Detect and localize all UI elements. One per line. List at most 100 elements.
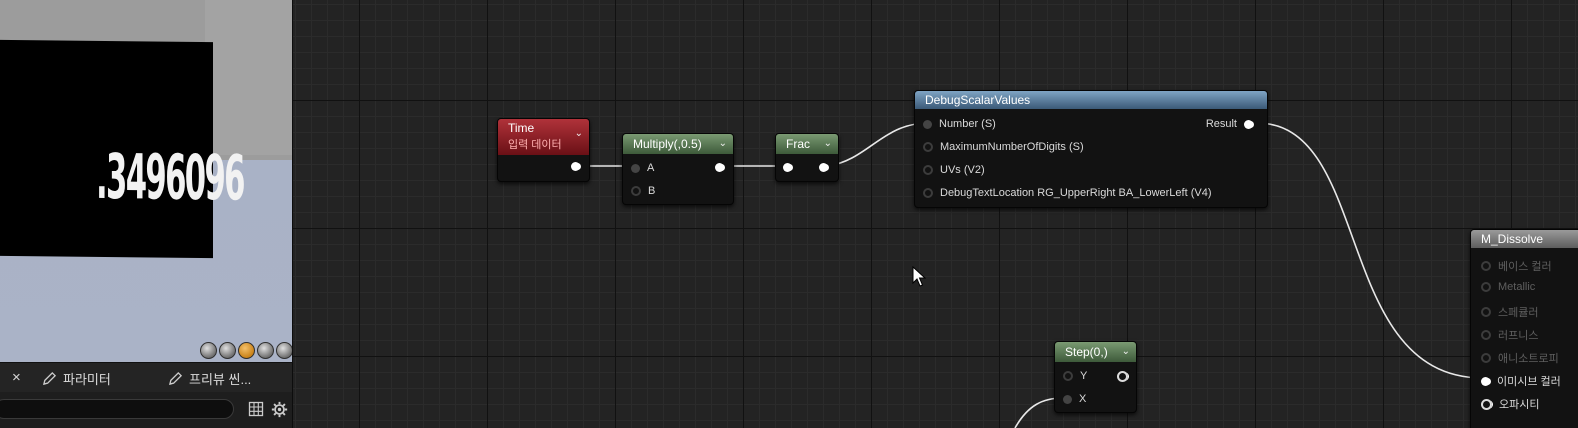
gear-icon[interactable]	[271, 401, 288, 418]
pin-label: MaximumNumberOfDigits (S)	[940, 141, 1084, 153]
wire-result-to-emissive	[1256, 122, 1484, 379]
step-node-header[interactable]: Step(0,) ⌄	[1055, 342, 1136, 362]
step-node[interactable]: Step(0,) ⌄ Y X	[1054, 341, 1137, 413]
multiply-node[interactable]: Multiply(,0.5) ⌄ A B	[622, 133, 734, 205]
multiply-output-pin[interactable]	[715, 163, 724, 172]
preview-mesh: .3496096	[0, 39, 244, 259]
material-graph-canvas[interactable]: Time 입력 데이터 ⌄ Multiply(,0.5) ⌄ A B Frac …	[293, 0, 1578, 428]
preview-viewport[interactable]: .3496096	[0, 0, 293, 362]
input-pin[interactable]	[1481, 261, 1491, 271]
input-pin[interactable]	[923, 188, 933, 198]
pin-label: Number (S)	[939, 118, 996, 130]
tab-label: 파라미터	[63, 372, 111, 387]
material-input-specular[interactable]: 스페큘러	[1481, 304, 1538, 320]
material-node-header[interactable]: M_Dissolve	[1471, 230, 1578, 248]
debug-node-header[interactable]: DebugScalarValues	[915, 91, 1267, 109]
tab-label: 프리뷰 씬...	[189, 372, 252, 387]
debug-node-title: DebugScalarValues	[925, 93, 1031, 107]
cylinder-icon[interactable]	[200, 342, 217, 359]
cube-icon[interactable]	[257, 342, 274, 359]
input-pin[interactable]	[1481, 353, 1491, 363]
step-input-x[interactable]: X	[1063, 393, 1086, 405]
debug-input-text-location[interactable]: DebugTextLocation RG_UpperRight BA_Lower…	[923, 187, 1211, 199]
close-icon[interactable]: ×	[12, 369, 21, 386]
material-input-roughness[interactable]: 러프니스	[1481, 327, 1538, 343]
pin-label: Metallic	[1498, 281, 1536, 293]
pin-label: DebugTextLocation RG_UpperRight BA_Lower…	[940, 187, 1212, 199]
material-result-node[interactable]: M_Dissolve 베이스 컬러 Metallic 스페큘러 러프니스 애니소…	[1470, 229, 1578, 428]
frac-node-title: Frac	[786, 137, 810, 151]
multiply-input-a[interactable]: A	[631, 162, 654, 174]
input-pin[interactable]	[1481, 330, 1491, 340]
chevron-down-icon[interactable]: ⌄	[823, 138, 832, 149]
input-pin[interactable]	[923, 142, 933, 152]
chevron-down-icon[interactable]: ⌄	[1121, 346, 1130, 357]
input-pin[interactable]	[1063, 394, 1072, 404]
input-pin[interactable]	[923, 165, 933, 175]
tab-parameters[interactable]: 파라미터	[42, 369, 111, 388]
debug-input-number[interactable]: Number (S)	[923, 118, 996, 130]
search-input[interactable]	[0, 399, 234, 419]
input-pin[interactable]	[631, 163, 640, 173]
frac-input-pin[interactable]	[783, 163, 792, 172]
pin-label: UVs (V2)	[940, 164, 985, 176]
pin-label: 스페큘러	[1498, 307, 1539, 319]
wire-frac-to-debug	[827, 122, 929, 167]
chevron-down-icon[interactable]: ⌄	[574, 128, 583, 139]
details-panel-tabs: × 파라미터 프리뷰 씬...	[0, 362, 293, 393]
time-node-header[interactable]: Time 입력 데이터 ⌄	[498, 119, 589, 155]
step-input-y[interactable]: Y	[1063, 370, 1087, 382]
graph-wires	[583, 122, 1484, 428]
pin-label: 이미시브 컬러	[1497, 376, 1561, 388]
frac-node-header[interactable]: Frac ⌄	[776, 134, 838, 154]
debug-input-max-digits[interactable]: MaximumNumberOfDigits (S)	[923, 141, 1084, 153]
input-pin[interactable]	[1481, 282, 1491, 292]
teapot-icon[interactable]	[276, 342, 292, 359]
debug-input-uvs[interactable]: UVs (V2)	[923, 164, 985, 176]
material-input-base-color[interactable]: 베이스 컬러	[1481, 258, 1552, 274]
material-input-metallic[interactable]: Metallic	[1481, 281, 1535, 293]
multiply-node-header[interactable]: Multiply(,0.5) ⌄	[623, 134, 733, 154]
input-pin[interactable]	[631, 186, 641, 196]
input-pin[interactable]	[1481, 376, 1490, 386]
multiply-node-title: Multiply(,0.5)	[633, 137, 702, 151]
material-input-anisotropy[interactable]: 애니소트로피	[1481, 350, 1559, 366]
material-input-emissive-color[interactable]: 이미시브 컬러	[1481, 373, 1561, 389]
input-pin[interactable]	[1063, 371, 1073, 381]
sphere-icon[interactable]	[219, 342, 236, 359]
preview-shape-buttons	[200, 342, 292, 359]
pencil-icon	[168, 371, 183, 386]
pin-label: Y	[1080, 370, 1088, 382]
output-pin[interactable]	[1244, 119, 1253, 129]
pin-label: 애니소트로피	[1498, 353, 1559, 365]
step-node-title: Step(0,)	[1065, 345, 1108, 359]
details-search-bar	[0, 392, 293, 428]
table-icon[interactable]	[248, 401, 264, 417]
input-pin[interactable]	[923, 119, 932, 129]
time-output-pin[interactable]	[571, 162, 580, 171]
frac-node[interactable]: Frac ⌄	[775, 133, 839, 182]
pencil-icon	[42, 371, 57, 386]
pin-label: 베이스 컬러	[1498, 261, 1552, 273]
pin-label: A	[647, 162, 655, 174]
chevron-down-icon[interactable]: ⌄	[718, 138, 727, 149]
pin-label: X	[1079, 393, 1087, 405]
time-node[interactable]: Time 입력 데이터 ⌄	[497, 118, 590, 182]
pin-label: B	[648, 185, 656, 197]
multiply-input-b[interactable]: B	[631, 185, 655, 197]
debug-scalar-values-node[interactable]: DebugScalarValues Number (S) MaximumNumb…	[914, 90, 1268, 208]
debug-scalar-value: .3496096	[96, 139, 244, 215]
pin-label: Result	[1205, 118, 1237, 130]
frac-output-pin[interactable]	[819, 163, 828, 172]
step-output-pin[interactable]	[1117, 371, 1128, 382]
input-pin[interactable]	[1481, 398, 1492, 410]
input-pin[interactable]	[1481, 307, 1491, 317]
tab-preview-scene[interactable]: 프리뷰 씬...	[168, 369, 251, 388]
pin-label: 러프니스	[1498, 330, 1539, 342]
material-node-title: M_Dissolve	[1481, 232, 1544, 246]
debug-output-result[interactable]: Result	[1206, 118, 1253, 130]
preview-backdrop	[205, 0, 292, 155]
mouse-cursor-icon	[912, 266, 926, 287]
material-input-opacity[interactable]: 오파시티	[1481, 396, 1539, 412]
plane-icon[interactable]	[238, 342, 255, 359]
